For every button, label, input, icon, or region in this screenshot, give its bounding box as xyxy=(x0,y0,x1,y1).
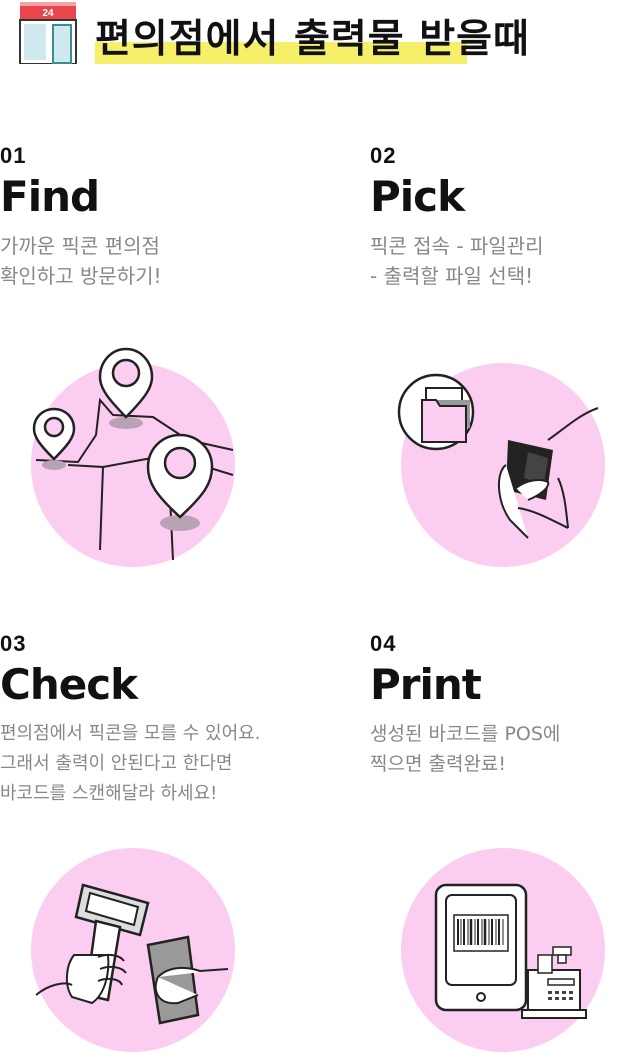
step-number: 03 xyxy=(0,631,27,656)
barcode-scanner-icon xyxy=(28,845,238,1054)
step-description: 픽콘 접속 - 파일관리 - 출력할 파일 선택! xyxy=(370,231,618,291)
step-description-line: - 출력할 파일 선택! xyxy=(370,264,534,288)
step-check: 03 Check 편의점에서 픽콘을 모를 수 있어요. 그래서 출력이 안된다… xyxy=(0,631,300,809)
pos-terminal-icon xyxy=(398,845,608,1054)
page-header: 24 편의점에서 출력물 받을때 xyxy=(0,0,618,70)
step-description: 생성된 바코드를 POS에 찍으면 출력완료! xyxy=(370,719,618,779)
step-description-line: 확인하고 방문하기! xyxy=(0,264,162,288)
step-description-line: 바코드를 스캔해달라 하세요! xyxy=(0,783,218,804)
step-title: Find xyxy=(0,172,100,221)
phone-folder-icon xyxy=(397,360,608,570)
step-description: 가까운 픽콘 편의점 확인하고 방문하기! xyxy=(0,231,300,291)
step-pick: 02 Pick 픽콘 접속 - 파일관리 - 출력할 파일 선택! xyxy=(370,143,618,291)
step-title: Pick xyxy=(370,172,465,221)
title-highlight xyxy=(95,42,467,64)
step-title: Check xyxy=(0,660,138,709)
step-description-line: 생성된 바코드를 POS에 xyxy=(370,723,561,745)
step-title: Print xyxy=(370,660,482,709)
step-print: 04 Print 생성된 바코드를 POS에 찍으면 출력완료! xyxy=(370,631,618,779)
store-sign-text: 24 xyxy=(42,8,54,19)
step-description-line: 가까운 픽콘 편의점 xyxy=(0,234,160,258)
map-pins-icon xyxy=(28,347,238,567)
convenience-store-icon: 24 xyxy=(18,2,78,65)
title-area: 편의점에서 출력물 받을때 xyxy=(95,6,618,66)
step-find: 01 Find 가까운 픽콘 편의점 확인하고 방문하기! xyxy=(0,143,300,291)
step-description-line: 찍으면 출력완료! xyxy=(370,753,507,775)
step-description-line: 편의점에서 픽콘을 모를 수 있어요. xyxy=(0,723,261,744)
page-title: 편의점에서 출력물 받을때 xyxy=(95,17,530,62)
step-description-line: 그래서 출력이 안된다고 한다면 xyxy=(0,753,233,774)
step-number: 04 xyxy=(370,631,397,656)
step-number: 02 xyxy=(370,143,397,168)
step-description: 편의점에서 픽콘을 모를 수 있어요. 그래서 출력이 안된다고 한다면 바코드… xyxy=(0,719,300,809)
step-number: 01 xyxy=(0,143,27,168)
step-description-line: 픽콘 접속 - 파일관리 xyxy=(370,234,544,258)
